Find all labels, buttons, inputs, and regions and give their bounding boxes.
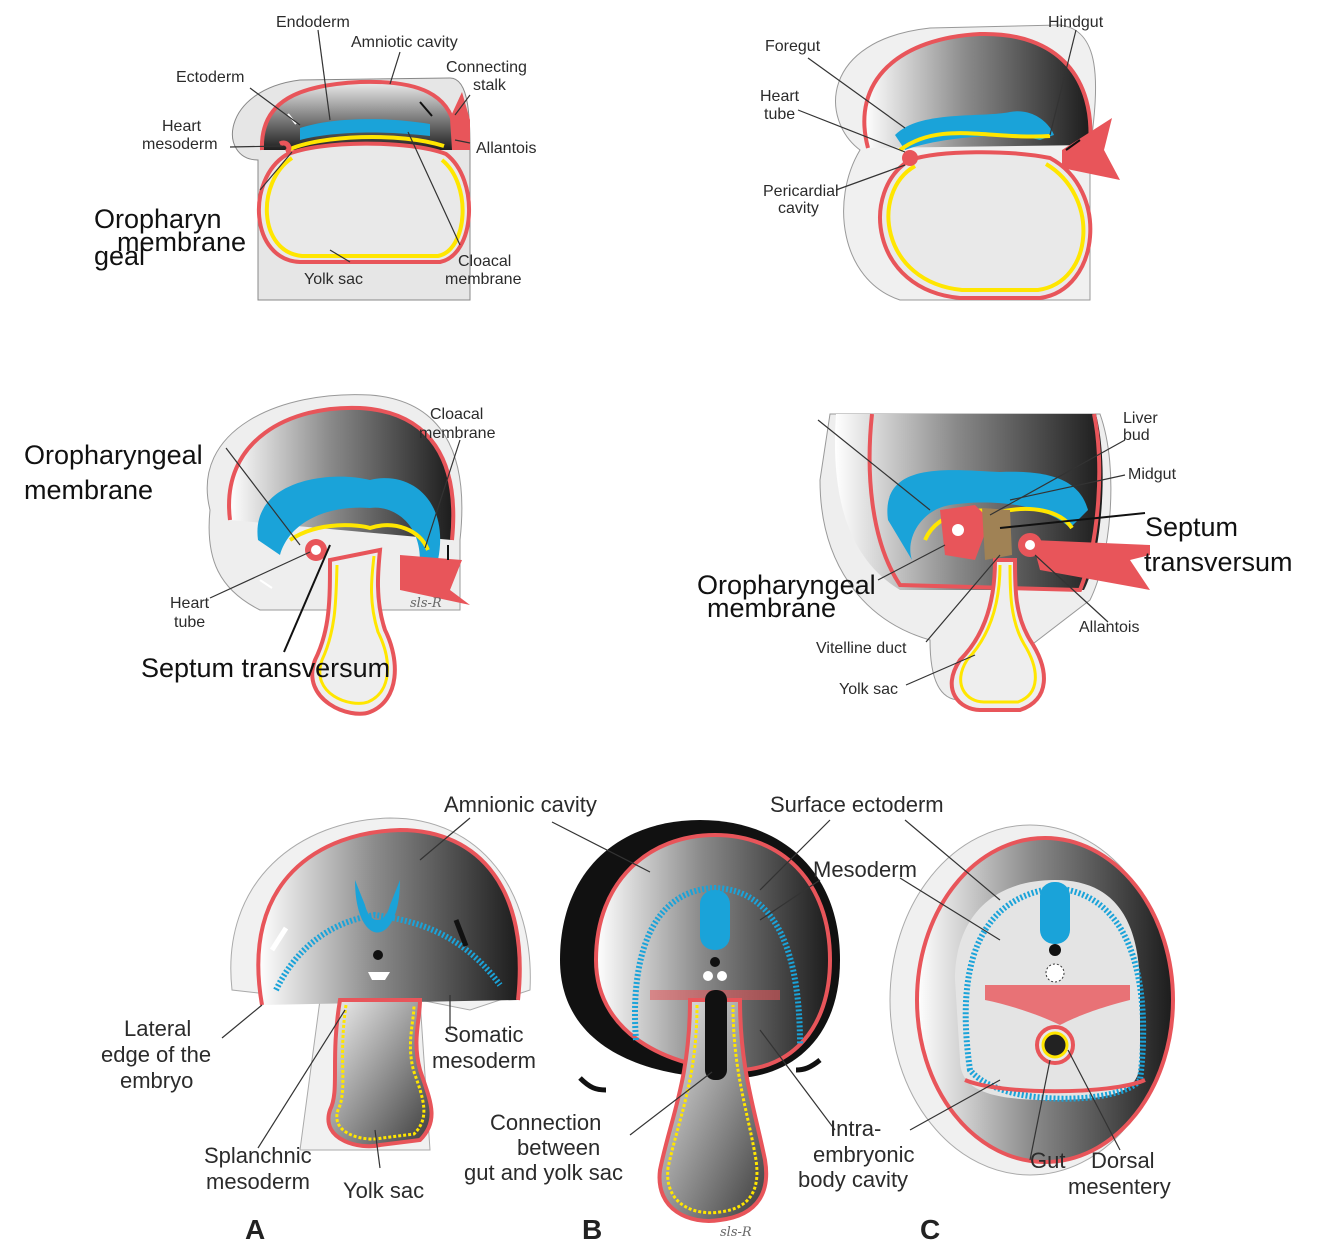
label-lateral-3: embryo (120, 1068, 193, 1093)
label-septum-2: transversum (1144, 547, 1293, 577)
label-connection-2: between (517, 1135, 600, 1160)
label-allantois: Allantois (1079, 619, 1139, 636)
label-oropharyngeal-1: Oropharyn (94, 204, 222, 234)
label-oropharyngeal-2: geal (94, 241, 145, 271)
label-septum-1: Septum (1145, 512, 1238, 542)
label-yolk-sac: Yolk sac (304, 271, 363, 288)
label-yolk-sac: Yolk sac (343, 1178, 424, 1203)
label-yolk-sac: Yolk sac (839, 681, 898, 698)
label-splanchnic-2: mesoderm (206, 1169, 310, 1194)
label-cloacal-2: membrane (445, 271, 522, 288)
panel-1-leaders (229, 29, 471, 263)
label-heart-mesoderm-2: mesoderm (142, 136, 218, 153)
label-pericardial-1: Pericardial (763, 183, 839, 200)
cross-section-c-leaders (899, 819, 1121, 1161)
panel-2-diagram (835, 24, 1120, 301)
label-amnionic-cavity: Amnionic cavity (444, 792, 597, 817)
cross-section-a-leaders (221, 817, 471, 1169)
label-connecting-stalk-1: Connecting (446, 59, 527, 76)
label-intra-3: body cavity (798, 1167, 908, 1192)
label-connection-3: gut and yolk sac (464, 1160, 623, 1185)
label-heart-tube-2: tube (174, 614, 205, 631)
label-liver-2: bud (1123, 427, 1150, 444)
label-liver-1: Liver (1123, 410, 1158, 427)
label-splanchnic-1: Splanchnic (204, 1143, 312, 1168)
label-oropharyngeal-2: membrane (707, 593, 836, 623)
label-septum-transversum: Septum transversum (141, 653, 390, 683)
label-heart-tube-1: Heart (760, 88, 800, 105)
plate-label-c: C (920, 1214, 940, 1245)
label-cloacal-2: membrane (419, 425, 496, 442)
label-intra-2: embryonic (813, 1142, 914, 1167)
panel-3-diagram (206, 394, 470, 716)
panel-2-leaders (797, 29, 1077, 191)
label-midgut: Midgut (1128, 466, 1177, 483)
label-endoderm: Endoderm (276, 14, 350, 31)
label-somatic-2: mesoderm (432, 1048, 536, 1073)
label-hindgut: Hindgut (1048, 14, 1104, 31)
label-amniotic-cavity: Amniotic cavity (351, 34, 458, 51)
label-pericardial-2: cavity (778, 200, 819, 217)
cross-section-c (889, 824, 1175, 1176)
label-connecting-stalk-2: stalk (473, 77, 507, 94)
label-heart-mesoderm-1: Heart (162, 118, 202, 135)
label-lateral-2: edge of the (101, 1042, 211, 1067)
panel-1-diagram (232, 77, 472, 301)
label-mesoderm: Mesoderm (813, 857, 917, 882)
signature-bottom: sls-R (720, 1225, 752, 1240)
label-dorsal-2: mesentery (1068, 1174, 1171, 1199)
label-cloacal-1: Cloacal (430, 406, 483, 423)
label-intra-1: Intra- (830, 1116, 881, 1141)
panel-4-leaders (817, 419, 1146, 686)
label-heart-tube-1: Heart (170, 595, 210, 612)
label-surface-ectoderm: Surface ectoderm (770, 792, 944, 817)
label-ectoderm: Ectoderm (176, 69, 244, 86)
label-lateral-1: Lateral (124, 1016, 191, 1041)
label-oropharyngeal-1: Oropharyngeal (697, 570, 876, 600)
label-gut: Gut (1030, 1148, 1065, 1173)
label-cloacal-1: Cloacal (458, 253, 511, 270)
plate-label-a: A (245, 1214, 265, 1245)
label-vitelline-duct: Vitelline duct (816, 640, 907, 657)
panel-4-diagram (819, 413, 1150, 712)
cross-section-b-leaders (551, 819, 836, 1136)
cross-section-a (230, 817, 531, 1151)
cross-section-b (560, 820, 840, 1223)
panel-3-leaders (209, 439, 461, 653)
label-dorsal-1: Dorsal (1091, 1148, 1155, 1173)
label-oropharyngeal-3: membrane (117, 227, 246, 257)
label-foregut: Foregut (765, 38, 821, 55)
label-oropharyngeal-1: Oropharyngeal (24, 440, 203, 470)
signature: sls-R (410, 596, 442, 611)
plate-label-b: B (582, 1214, 602, 1245)
label-connection-1: Connection (490, 1110, 601, 1135)
label-oropharyngeal-2: membrane (24, 475, 153, 505)
label-somatic-1: Somatic (444, 1022, 523, 1047)
label-heart-tube-2: tube (764, 106, 795, 123)
label-allantois: Allantois (476, 140, 536, 157)
